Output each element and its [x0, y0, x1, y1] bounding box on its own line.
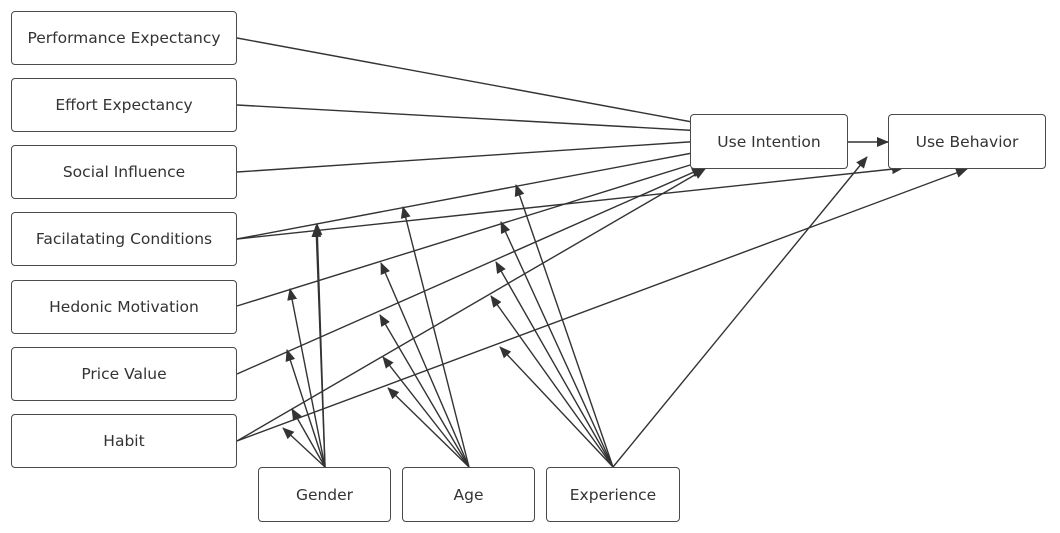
moderator-arrow-gender-to-edge-price-value-use-intention	[285, 349, 326, 468]
arrow-habit-to-use-intention	[236, 168, 706, 442]
node-habit: Habit	[11, 414, 237, 468]
node-label: Hedonic Motivation	[49, 298, 199, 316]
node-experience: Experience	[546, 467, 680, 522]
moderator-arrow-experience-to-edge-hedonic-motivation-use-intention	[495, 261, 614, 468]
node-label: Social Influence	[62, 163, 186, 181]
moderator-arrow-experience-to-edge-price-value-use-intention	[490, 295, 614, 468]
node-hedonic-motivation: Hedonic Motivation	[11, 280, 237, 334]
arrow-experience-to-use-intention	[612, 156, 868, 468]
node-social-influence: Social Influence	[11, 145, 237, 199]
node-gender: Gender	[258, 467, 391, 522]
moderator-arrow-experience-to-edge-habit-use-behavior	[499, 346, 614, 468]
moderator-arrow-gender-to-edge-facilitating-conditions-use-behavior	[311, 225, 326, 468]
node-label: Age	[453, 485, 484, 504]
arrow-facilitating-conditions-to-use-intention	[236, 148, 704, 240]
arrow-effort-expectancy-to-use-intention	[236, 104, 704, 136]
moderator-arrow-age-to-edge-price-value-use-intention	[379, 314, 470, 468]
node-label: Facilatating Conditions	[35, 230, 213, 248]
node-age: Age	[402, 467, 535, 522]
node-label: Use Intention	[717, 132, 821, 151]
node-use-intention: Use Intention	[690, 114, 848, 169]
node-label: Habit	[103, 432, 145, 450]
node-label: Use Behavior	[915, 132, 1019, 151]
moderator-arrow-age-to-edge-habit-use-intention	[382, 356, 470, 468]
node-label: Experience	[569, 485, 657, 504]
moderator-arrow-experience-to-edge-facilitating-conditions-use-intention	[514, 184, 614, 468]
node-label: Gender	[295, 485, 354, 504]
moderator-arrow-gender-to-edge-hedonic-motivation-use-intention	[287, 288, 326, 468]
moderator-arrow-gender-to-edge-habit-use-intention	[291, 408, 326, 468]
moderator-arrow-age-to-edge-habit-use-behavior	[387, 387, 470, 468]
node-use-behavior: Use Behavior	[888, 114, 1046, 169]
moderator-arrow-experience-to-edge-facilitating-conditions-use-behavior	[500, 221, 614, 468]
node-effort-expectancy: Effort Expectancy	[11, 78, 237, 132]
node-label: Price Value	[81, 365, 167, 383]
moderator-arrow-gender-to-edge-habit-use-behavior	[282, 427, 326, 468]
moderator-arrow-age-to-edge-hedonic-motivation-use-intention	[380, 262, 470, 468]
arrow-social-influence-to-use-intention	[236, 136, 704, 173]
node-facilitating-conditions: Facilatating Conditions	[11, 212, 237, 266]
arrow-price-value-to-use-intention	[236, 167, 704, 375]
node-label: Performance Expectancy	[27, 29, 221, 47]
moderator-arrow-age-to-edge-facilitating-conditions-use-intention	[400, 206, 470, 468]
arrow-facilitating-conditions-to-use-behavior	[236, 164, 904, 240]
node-price-value: Price Value	[11, 347, 237, 401]
arrow-hedonic-motivation-to-use-intention	[236, 159, 704, 307]
arrow-habit-to-use-behavior	[236, 168, 968, 442]
arrow-performance-expectancy-to-use-intention	[236, 37, 704, 127]
node-label: Effort Expectancy	[55, 96, 193, 114]
node-performance-expectancy: Performance Expectancy	[11, 11, 237, 65]
